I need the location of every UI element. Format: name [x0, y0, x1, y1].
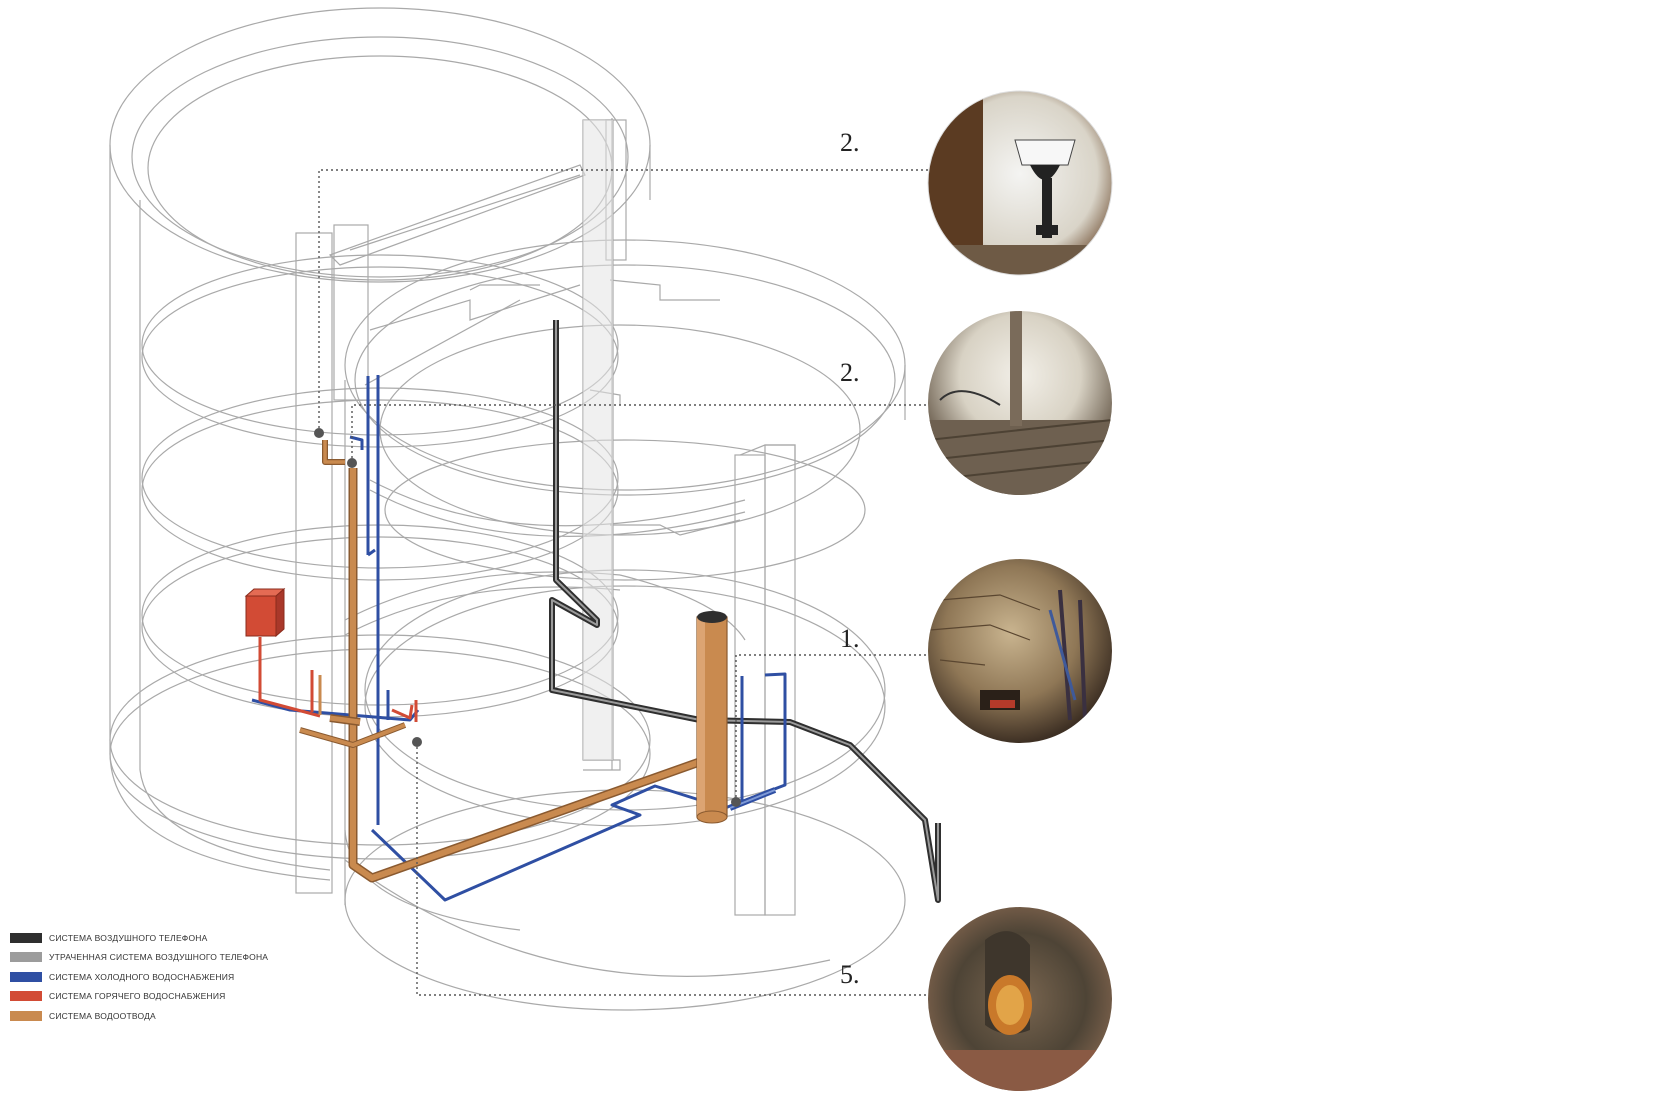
water-heater-box	[245, 595, 277, 637]
air-telephone-pipe	[549, 320, 941, 903]
hot-water-pipes	[258, 637, 418, 722]
legend-swatch	[10, 991, 42, 1002]
building-outline	[109, 7, 906, 1011]
legend-swatch	[10, 952, 42, 963]
legend-item: СИСТЕМА ВОДООТВОДА	[10, 1006, 268, 1026]
legend-swatch	[10, 971, 42, 982]
legend-label: СИСТЕМА ВОДООТВОДА	[49, 1010, 156, 1021]
legend-swatch	[10, 1010, 42, 1021]
legend-item: УТРАЧЕННАЯ СИСТЕМА ВОЗДУШНОГО ТЕЛЕФОНА	[10, 948, 268, 968]
legend-swatch	[10, 932, 42, 943]
wall-floor-photo	[928, 311, 1112, 495]
cold-water-pipes	[251, 375, 787, 902]
drainage-pipes	[299, 440, 707, 883]
legend-item: СИСТЕМА ХОЛОДНОГО ВОДОСНАБЖЕНИЯ	[10, 967, 268, 987]
legend-item: СИСТЕМА ВОЗДУШНОГО ТЕЛЕФОНА	[10, 928, 268, 948]
wall-sink-photo	[927, 90, 1113, 276]
legend: СИСТЕМА ВОЗДУШНОГО ТЕЛЕФОНА УТРАЧЕННАЯ С…	[10, 928, 268, 1026]
legend-label: УТРАЧЕННАЯ СИСТЕМА ВОЗДУШНОГО ТЕЛЕФОНА	[49, 952, 269, 963]
legend-label: СИСТЕМА ГОРЯЧЕГО ВОДОСНАБЖЕНИЯ	[49, 991, 226, 1002]
legend-item: СИСТЕМА ГОРЯЧЕГО ВОДОСНАБЖЕНИЯ	[10, 987, 268, 1007]
callout-number: 2.	[840, 358, 860, 387]
callout-number: 2.	[840, 128, 860, 157]
legend-label: СИСТЕМА ВОЗДУШНОГО ТЕЛЕФОНА	[49, 932, 208, 943]
drain-outlet-photo	[928, 907, 1112, 1091]
legend-label: СИСТЕМА ХОЛОДНОГО ВОДОСНАБЖЕНИЯ	[49, 971, 235, 982]
callout-number: 5.	[840, 960, 860, 989]
drain-stack	[696, 611, 728, 824]
lost-air-telephone-shaft	[583, 120, 613, 760]
callout-leaders	[318, 169, 930, 996]
basement-stone-photo	[928, 559, 1112, 743]
callout-number: 1.	[840, 624, 860, 653]
